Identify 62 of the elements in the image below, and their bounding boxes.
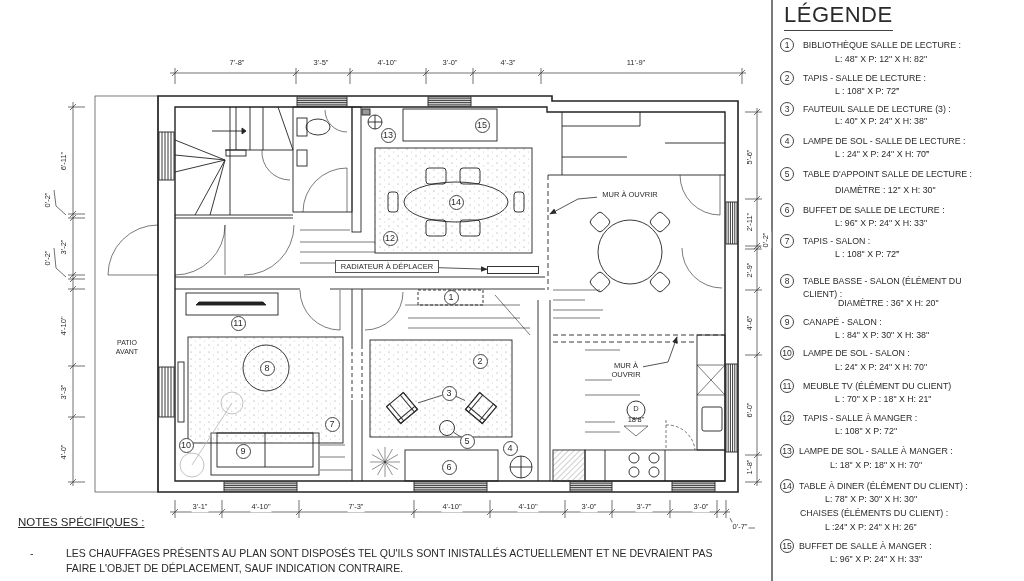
legend-text: TABLE BASSE - SALON (ÉLÉMENT DU CLIENT) : bbox=[803, 275, 963, 299]
legend-number: 9 bbox=[780, 315, 794, 329]
legend-text: LAMPE DE SOL - SALLE À MANGER : bbox=[799, 445, 954, 458]
legend-text: TABLE D'APPOINT SALLE DE LECTURE : bbox=[803, 168, 974, 181]
legend-number: 12 bbox=[780, 411, 794, 425]
legend-text: LAMPE DE SOL - SALLE DE LECTURE : bbox=[803, 135, 967, 148]
legend-text: L : 84" X P: 30" X H: 38" bbox=[835, 329, 931, 342]
legend-text: TAPIS - SALLE DE LECTURE : bbox=[803, 72, 928, 85]
legend-number: 7 bbox=[780, 234, 794, 248]
legend-text: L : 108" X P: 72‴ bbox=[835, 248, 901, 261]
legend-text: BUFFET DE SALLE DE LECTURE : bbox=[803, 204, 946, 217]
legend-text: L: 96" X P: 24" X H: 33" bbox=[835, 217, 928, 230]
callout-number: 15 bbox=[474, 117, 490, 133]
legend-text: L: 48" X P: 12" X H: 82" bbox=[835, 53, 928, 66]
legend-text: BIBLIOTHÈQUE SALLE DE LECTURE : bbox=[803, 39, 962, 52]
legend-text: DIAMÈTRE : 36" X H: 20" bbox=[838, 297, 940, 310]
callout-number: 10 bbox=[178, 437, 194, 453]
legend-number: 10 bbox=[780, 346, 794, 360]
legend-text: L: 24" X P: 24" X H: 70" bbox=[835, 361, 928, 374]
armchair-drawing bbox=[465, 392, 497, 424]
callout-number: 13 bbox=[380, 127, 396, 143]
legend-text: CHAISES (ÉLÉMENTS DU CLIENT) : bbox=[800, 507, 950, 520]
radiator-bar bbox=[487, 266, 539, 274]
legend-text: LAMPE DE SOL - SALON : bbox=[803, 347, 911, 360]
legend-text: BUFFET DE SALLE À MANGER : bbox=[799, 540, 933, 553]
legend-number: 11 bbox=[780, 379, 794, 393]
legend-text: TAPIS - SALON : bbox=[803, 235, 872, 248]
callout-number: 4 bbox=[502, 440, 518, 456]
legend-text: L : 108" X P: 72‴ bbox=[835, 85, 901, 98]
legend-text: L: 96" X P: 24" X H: 33" bbox=[830, 553, 923, 566]
legend-text: L: 18" X P: 18" X H: 70" bbox=[830, 459, 923, 472]
leader-line bbox=[417, 394, 443, 404]
legend-text: L: 108" X P: 72" bbox=[835, 425, 898, 438]
note-text: - bbox=[30, 546, 35, 561]
legend-number: 13 bbox=[780, 444, 794, 458]
leader-line bbox=[455, 395, 466, 401]
armchair-drawing bbox=[386, 392, 418, 424]
legend-text: L: 40" X P: 24" X H: 38" bbox=[835, 115, 928, 128]
legend-number: 3 bbox=[780, 102, 794, 116]
legend-text: L :24" X P: 24" X H: 26" bbox=[825, 521, 918, 534]
legend-number: 15 bbox=[780, 539, 794, 553]
legend-number: 2 bbox=[780, 71, 794, 85]
note-text: LES CHAUFFAGES PRÉSENTS AU PLAN SONT DISPOSÉS TEL QU'ILS SONT INISTALLÉS ACTUELLEMENT ET NE DEVRAIENT PAS FAIRE L'OBJET DE DÉPLACEMENT, SAUF INDICATION CONTRAIRE. bbox=[66, 546, 714, 576]
legend-number: 14 bbox=[780, 479, 794, 493]
legend-text: FAUTEUIL SALLE DE LECTURE (3) : bbox=[803, 103, 952, 116]
legend-title: LÉGENDE bbox=[784, 2, 893, 31]
legend-text: DIAMÈTRE : 12" X H: 30" bbox=[835, 184, 937, 197]
callout-number: 6 bbox=[441, 459, 457, 475]
legend-number: 6 bbox=[780, 203, 794, 217]
legend-number: 5 bbox=[780, 167, 794, 181]
leader-line bbox=[453, 431, 462, 438]
legend-number: 1 bbox=[780, 38, 794, 52]
legend-text: MEUBLE TV (ÉLÉMENT DU CLIENT) bbox=[803, 380, 953, 393]
legend-text: L : 70" X P : 18" X H: 21" bbox=[835, 393, 933, 406]
legend-text: L: 78" X P: 30" X H: 30" bbox=[825, 493, 918, 506]
legend-text: TABLE À DINER (ÉLÉMENT DU CLIENT) : bbox=[799, 480, 969, 493]
legend-number: 8 bbox=[780, 274, 794, 288]
legend-number: 4 bbox=[780, 134, 794, 148]
legend-text: TAPIS - SALLE À MANGER : bbox=[803, 412, 919, 425]
notes-heading: NOTES SPÉCIFIQUES : bbox=[18, 516, 145, 528]
legend-text: L : 24" X P: 24" X H: 70‴ bbox=[835, 148, 931, 161]
legend-text: CANAPÉ - SALON : bbox=[803, 316, 883, 329]
